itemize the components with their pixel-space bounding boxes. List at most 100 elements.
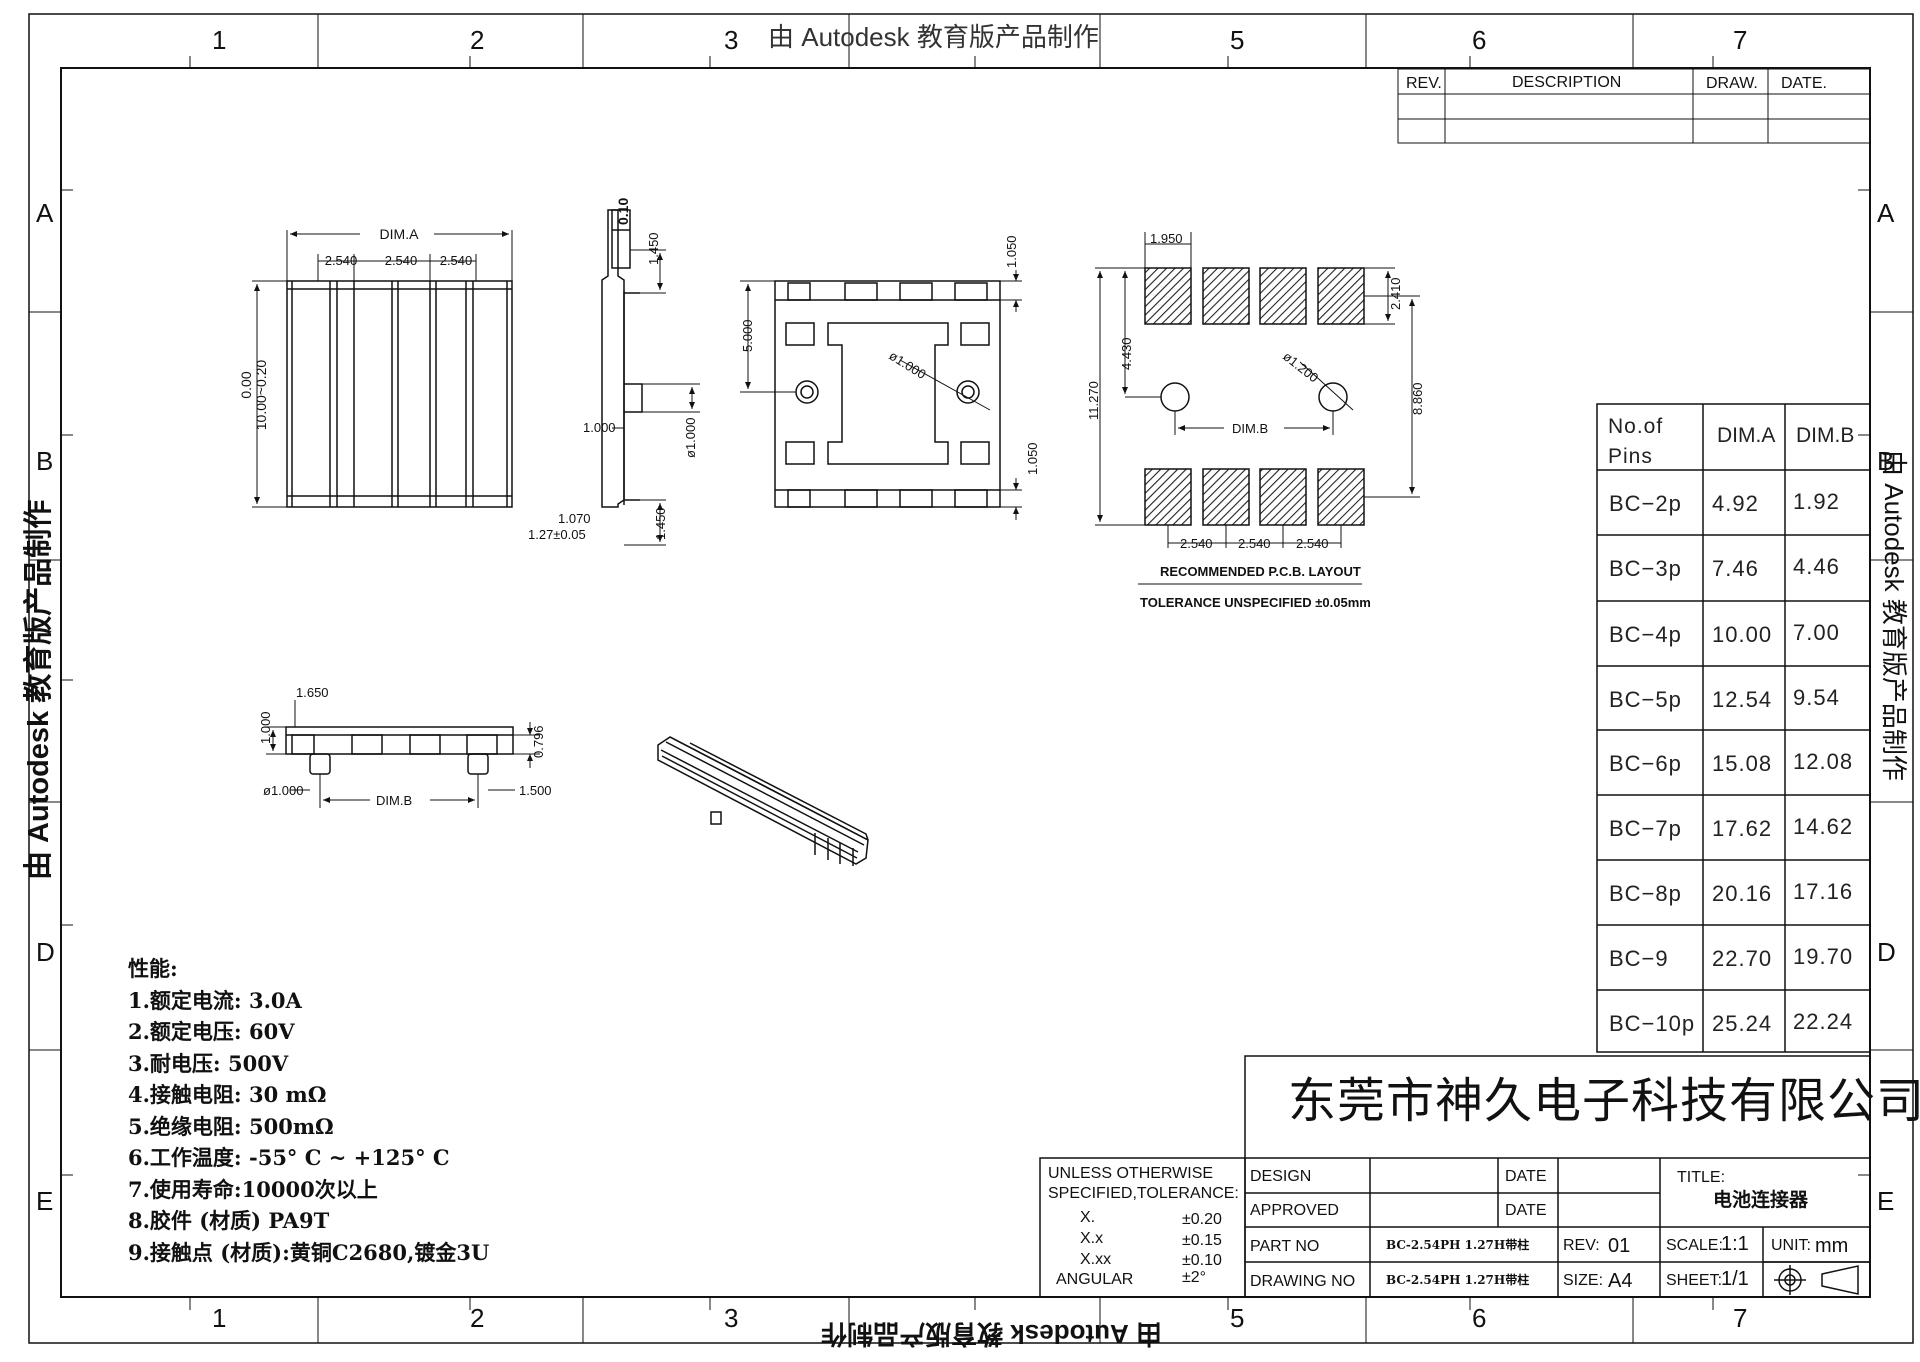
pcb-2410: 2.410 [1388, 277, 1403, 310]
date-label: DATE [1505, 1168, 1547, 1185]
unit-label: UNIT: [1771, 1237, 1811, 1254]
pin-table-dim-a: 22.70 [1712, 946, 1773, 971]
pin-table-dim-a: 12.54 [1712, 687, 1773, 712]
pcb-4430: 4.430 [1119, 337, 1134, 370]
performance-item: 9.接触点 (材质):黄铜C2680,镀金3U [128, 1239, 490, 1265]
tolerance-header-1: UNLESS OTHERWISE [1048, 1165, 1214, 1182]
pin-table-dim-a: 7.46 [1712, 556, 1759, 581]
pcb-pad [1144, 468, 1192, 526]
drawing-no-value: BC-2.54PH 1.27H带柱 [1386, 1273, 1530, 1287]
col-label-2-bottom: 2 [470, 1303, 484, 1333]
col-label-6-bottom: 6 [1472, 1303, 1486, 1333]
pin-table-pins: BC−10p [1609, 1011, 1696, 1036]
performance-item: 7.使用寿命:10000次以上 [128, 1176, 378, 1202]
pcb-hole [1160, 382, 1190, 412]
pin-table-pins: BC−5p [1609, 687, 1682, 712]
tolerance-value: ±0.20 [1182, 1211, 1222, 1228]
front-1650: 1.650 [296, 685, 329, 700]
pin-table-dim-a: 4.92 [1712, 491, 1759, 516]
pcb-11270: 11.270 [1086, 381, 1101, 420]
row-label-D: D [36, 937, 55, 967]
pcb-pad [1144, 267, 1192, 325]
col-label-2: 2 [470, 25, 484, 55]
scale-label: SCALE: [1666, 1237, 1723, 1254]
grid-labels: 1 2 3 5 6 7 1 2 3 5 6 7 A B D E A B D E [36, 25, 1896, 1333]
watermark-right: 由 Autodesk 教育版产品制作 [1879, 450, 1909, 781]
performance-item: 2.额定电压: 60V [128, 1019, 295, 1044]
pitch-3: 2.540 [440, 253, 473, 268]
row-label-A-right: A [1877, 198, 1895, 228]
side-dims [612, 249, 700, 546]
pcb-dims [1095, 232, 1420, 585]
bottom-1050-top: 1.050 [1004, 235, 1019, 268]
dim-a-bg [360, 226, 434, 242]
pcb-pad [1317, 267, 1365, 325]
pcb-8860: 8.860 [1410, 382, 1425, 415]
height-tol: 0.00 [238, 371, 254, 398]
size-label: SIZE: [1563, 1272, 1604, 1289]
bottom-phi: ø1.000 [886, 348, 928, 382]
side-127: 1.27±0.05 [528, 527, 586, 542]
description-header: DESCRIPTION [1512, 74, 1621, 91]
row-label-A: A [36, 198, 54, 228]
approved-label: APPROVED [1250, 1202, 1339, 1219]
pcb-pad [1317, 468, 1365, 526]
pcb-pad [1202, 267, 1250, 325]
performance-item: 5.绝缘电阻: 500mΩ [128, 1113, 334, 1139]
col-label-5-bottom: 5 [1230, 1303, 1244, 1333]
col-label-1-bottom: 1 [212, 1303, 226, 1333]
pin-table-dim-a: 17.62 [1712, 816, 1773, 841]
sheet-label: SHEET: [1666, 1272, 1723, 1289]
tolerance-label: X.x [1080, 1230, 1104, 1247]
pitch-1: 2.540 [325, 253, 358, 268]
top-view-dims [252, 230, 513, 508]
tolerance-header-2: SPECIFIED,TOLERANCE: [1048, 1185, 1239, 1202]
performance-item: 1.额定电流: 3.0A [128, 987, 302, 1013]
pin-table-header-b: DIM.B [1796, 424, 1855, 447]
row-label-E: E [36, 1186, 53, 1216]
pin-table-dim-b: 9.54 [1793, 685, 1840, 710]
bottom-view-dims [740, 270, 1022, 520]
tolerance-value: ±0.10 [1182, 1252, 1222, 1269]
sheet-value: 1/1 [1721, 1268, 1749, 1290]
pin-table [1596, 403, 1871, 1053]
pin-table-pins: BC−9 [1609, 946, 1669, 971]
pin-table-dim-b: 17.16 [1793, 879, 1854, 904]
unit-value: mm [1815, 1235, 1849, 1257]
title-block [1039, 1055, 1871, 1298]
date-label: DATE [1505, 1202, 1547, 1219]
title-label: TITLE: [1677, 1169, 1726, 1186]
watermarks: 由 Autodesk 教育版产品制作 由 Autodesk 教育版产品制作 由 … [21, 22, 1909, 1349]
pcb-hole [1318, 382, 1348, 412]
front-dims [266, 700, 540, 808]
design-label: DESIGN [1250, 1168, 1312, 1185]
draw-header: DRAW. [1706, 75, 1758, 92]
front-dim-b-bg [370, 792, 430, 808]
rev-label: REV: [1563, 1237, 1600, 1254]
front-0796: 0.796 [531, 725, 546, 758]
col-label-5: 5 [1230, 25, 1244, 55]
front-view [285, 726, 514, 775]
side-1000: 1.000 [583, 420, 616, 435]
pcb-layout [1144, 267, 1365, 526]
pin-table-dim-b: 14.62 [1793, 814, 1854, 839]
company-name: 东莞市神久电子科技有限公司 [1288, 1075, 1920, 1128]
row-label-D-right: D [1877, 937, 1896, 967]
size-value: A4 [1608, 1270, 1633, 1292]
drawing-title: 电池连接器 [1713, 1189, 1809, 1211]
side-view [601, 209, 643, 508]
date-header: DATE. [1781, 75, 1827, 92]
isometric-view [657, 736, 869, 866]
top-dim-a: DIM.A [380, 226, 420, 242]
tab-height-top: 1.450 [646, 232, 661, 265]
side-phi1000: ø1.000 [683, 418, 698, 458]
front-phi: ø1.000 [263, 783, 303, 798]
pcb-1950: 1.950 [1150, 231, 1183, 246]
height-range: 10.00~0.20 [253, 360, 269, 431]
pin-table-dim-a: 25.24 [1712, 1011, 1773, 1036]
pin-table-pins: BC−6p [1609, 751, 1682, 776]
scale-value: 1:1 [1721, 1233, 1749, 1255]
pitch-2: 2.540 [385, 253, 418, 268]
